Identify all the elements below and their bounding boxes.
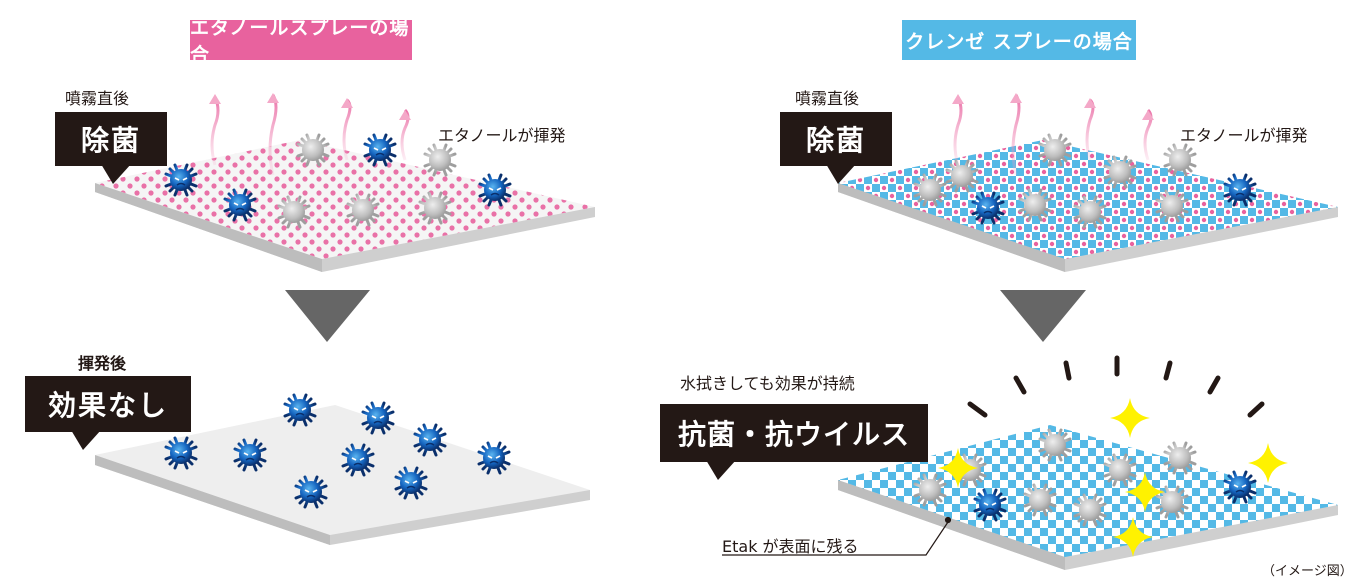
left-right-after-spray-label: 噴霧直後	[65, 89, 130, 108]
left-after-evaporation-label: 揮発後	[78, 354, 127, 373]
right-callout-antibacterial-antiviral: 抗菌・抗ウイルス	[660, 404, 928, 480]
down-arrow-right	[1000, 290, 1086, 342]
right-evaporate-label: エタノールが揮発	[1180, 126, 1308, 145]
left-section-header: エタノールスプレーの場合	[190, 17, 412, 66]
left-callout-no-effect: 効果なし	[25, 376, 191, 450]
right-right-after-spray-label: 噴霧直後	[795, 89, 860, 108]
vapor-arrowheads-left	[209, 93, 411, 120]
right-persistent-effect-label: 水拭きしても効果が持続	[680, 374, 855, 393]
plate-left-before	[95, 140, 595, 272]
etak-remains-label: Etak が表面に残る	[722, 537, 859, 556]
left-callout-disinfect: 除菌	[55, 112, 167, 184]
left-evaporate-label: エタノールが揮発	[438, 126, 566, 145]
plate-left-after	[95, 405, 590, 545]
radiating-lines	[967, 355, 1265, 418]
right-section-header: クレンゼ スプレーの場合	[902, 20, 1136, 60]
plate-right-after	[838, 425, 1338, 570]
right-callout-disinfect: 除菌	[780, 112, 892, 184]
footnote-image-illustration: （イメージ図）	[1262, 564, 1353, 579]
down-arrow-left	[285, 290, 370, 342]
vapor-arrowheads-right	[952, 93, 1154, 120]
etak-leader-line	[722, 516, 952, 556]
